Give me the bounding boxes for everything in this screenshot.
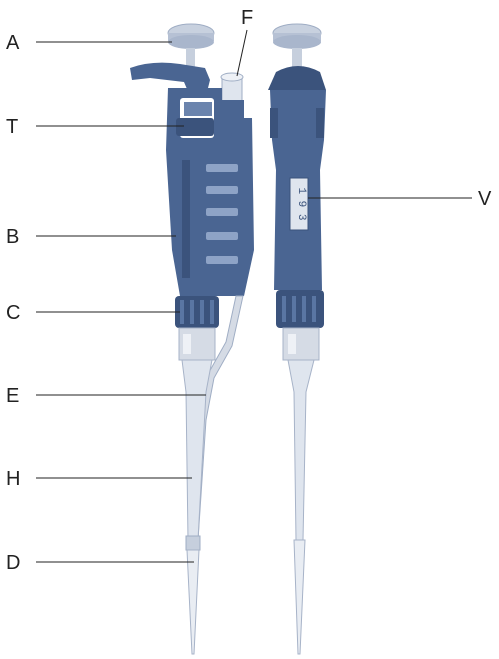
label-v: V <box>478 188 492 210</box>
plunger-button <box>168 24 214 70</box>
label-b: B <box>6 226 19 248</box>
label-d: D <box>6 552 20 574</box>
front-shaft <box>288 360 314 540</box>
front-top-cap <box>268 66 326 90</box>
front-disposable-tip <box>294 540 305 654</box>
label-h: H <box>6 468 20 490</box>
label-e: E <box>6 385 19 407</box>
callout-labels: A T B C E H D F V <box>6 7 492 574</box>
label-t: T <box>6 116 18 138</box>
label-c: C <box>6 302 20 324</box>
pipette-side-view <box>130 24 254 654</box>
callout-leaders <box>36 30 472 562</box>
label-f: F <box>241 7 253 29</box>
disposable-tip <box>187 550 199 654</box>
pipette-front-view: 1 9 3 <box>268 24 326 654</box>
volume-display-digits: 1 9 3 <box>295 187 307 220</box>
ejector-rail <box>176 118 214 136</box>
label-a: A <box>6 32 20 54</box>
